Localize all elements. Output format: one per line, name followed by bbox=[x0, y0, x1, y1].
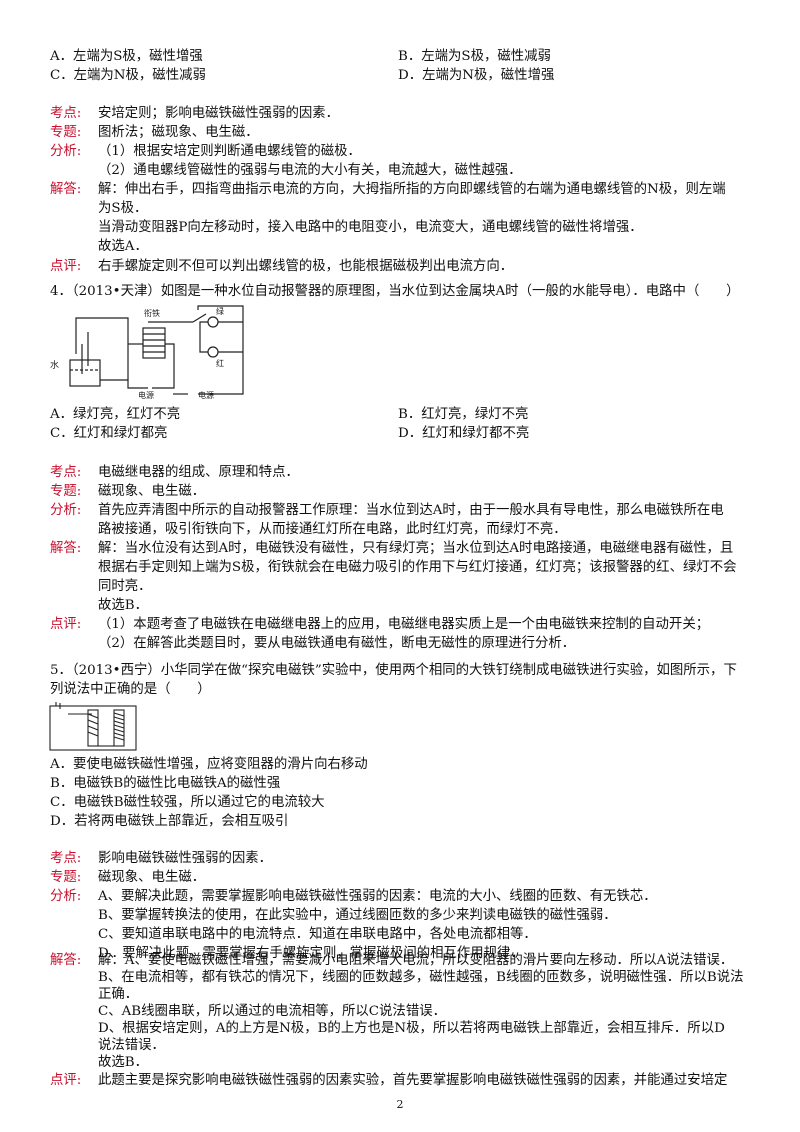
q5-option-d: D．若将两电磁铁上部靠近，会相互吸引 bbox=[50, 814, 289, 829]
q3-jieda-label: 解答: bbox=[50, 182, 82, 197]
q3-jieda-line: 解：伸出右手，四指弯曲指示电流的方向，大拇指所指的方向即螺线管的右端为通电螺线管… bbox=[98, 182, 726, 197]
q3-fenxi-line: （1）根据安培定则判断通电螺线管的磁极． bbox=[98, 144, 361, 159]
q3-dianping-label: 点评: bbox=[50, 259, 82, 274]
q4-option-b: B．红灯亮，绿灯不亮 bbox=[398, 407, 529, 422]
q5-option-c: C．电磁铁B磁性较强，所以通过它的电流较大 bbox=[50, 795, 325, 810]
q3-option-c: C．左端为N极，磁性减弱 bbox=[50, 68, 206, 83]
q5-option-b: B．电磁铁B的磁性比电磁铁A的磁性强 bbox=[50, 776, 281, 791]
q5-jieda-line: D、根据安培定则，A的上方是N极，B的上方也是N极，所以若将两电磁铁上部靠近，会… bbox=[98, 1021, 725, 1036]
q4-green-lamp-label: 绿 bbox=[216, 307, 224, 316]
q5-option-a: A．要使电磁铁磁性增强，应将变阻器的滑片向右移动 bbox=[50, 757, 368, 772]
q5-jieda-line: 解：A、要使电磁铁磁性增强，需要减小电阻来增大电流，所以变阻器的滑片要向左移动．… bbox=[98, 953, 734, 968]
q5-zhuanti: 磁现象、电生磁． bbox=[98, 870, 206, 885]
q4-power-label-1: 电源 bbox=[138, 390, 154, 400]
q4-jieda-line: 解：当水位没有达到A时，电磁铁没有磁性，只有绿灯亮；当水位到达A时电路接通，电磁… bbox=[98, 541, 734, 556]
q4-dianping-line: （1）本题考查了电磁铁在电磁继电器上的应用，电磁继电器实质上是一个由电磁铁来控制… bbox=[98, 617, 710, 632]
q5-jieda-line: C、AB线圈串联，所以通过的电流相等，所以C说法错误． bbox=[98, 1004, 446, 1019]
q5-electromagnet-figure bbox=[49, 702, 137, 751]
q3-kaodian: 安培定则；影响电磁铁磁性强弱的因素． bbox=[98, 106, 340, 121]
q4-armature-label: 衔铁 bbox=[144, 308, 160, 318]
q3-fenxi-label: 分析: bbox=[50, 144, 82, 159]
q4-circuit-figure: 衔铁 绿 红 水 电源 电源 bbox=[50, 305, 244, 400]
q4-red-lamp-label: 红 bbox=[216, 358, 224, 368]
q4-jieda-line: 故选B． bbox=[98, 598, 149, 613]
q3-jieda-line: 当滑动变阻器P向左移动时，接入电路中的电阻变小，电流变大，通电螺线管的磁性将增强… bbox=[98, 220, 643, 235]
q5-stem-line: 5．（2013•西宁）小华同学在做“探究电磁铁”实验中，使用两个相同的大铁钉绕制… bbox=[50, 663, 737, 678]
q4-jieda-line: 同时亮． bbox=[98, 579, 152, 594]
q5-fenxi-label: 分析: bbox=[50, 889, 82, 904]
q4-dianping-line: （2）在解答此类题目时，要从电磁铁通电有磁性，断电无磁性的原理进行分析． bbox=[98, 636, 576, 651]
q5-dianping-label: 点评: bbox=[50, 1073, 82, 1088]
q5-fenxi-line: A、要解决此题，需要掌握影响电磁铁磁性强弱的因素：电流的大小、线圈的匝数、有无铁… bbox=[98, 889, 657, 904]
q4-dianping-label: 点评: bbox=[50, 617, 82, 632]
q5-stem-line: 列说法中正确的是（ ） bbox=[50, 682, 211, 697]
q5-jieda-line: 正确． bbox=[98, 987, 139, 1002]
q5-fenxi-line: B、要掌握转换法的使用，在此实验中，通过线圈匝数的多少来判读电磁铁的磁性强弱． bbox=[98, 908, 617, 923]
q3-jieda-line: 为S极． bbox=[98, 201, 148, 216]
q4-stem: 4．（2013•天津）如图是一种水位自动报警器的原理图，当水位到达金属块A时（一… bbox=[50, 284, 740, 299]
q5-fenxi-line: C、要知道串联电路中的电流特点．知道在串联电路中，各处电流都相等． bbox=[98, 927, 537, 942]
q5-fenxi-line: D、要解决此题，需要掌握右手螺旋定则，掌握磁极间的相互作用规律． bbox=[98, 946, 524, 961]
q3-jieda-line: 故选A． bbox=[98, 239, 148, 254]
q4-kaodian: 电磁继电器的组成、原理和特点． bbox=[98, 465, 299, 480]
q5-dianping: 此题主要是探究影响电磁铁磁性强弱的因素实验，首先要掌握影响电磁铁磁性强弱的因素，… bbox=[98, 1073, 728, 1088]
q4-water-label: 水 bbox=[50, 359, 59, 371]
q4-option-d: D．红灯和绿灯都不亮 bbox=[398, 426, 530, 441]
q5-kaodian: 影响电磁铁磁性强弱的因素． bbox=[98, 851, 273, 866]
q3-zhuanti-label: 专题: bbox=[50, 125, 82, 140]
q4-jieda-line: 根据右手定则知上端为S极，衔铁就会在电磁力吸引的作用下与红灯接通，红灯亮；该报警… bbox=[98, 560, 737, 575]
q4-zhuanti: 磁现象、电生磁． bbox=[98, 484, 206, 499]
q4-jieda-label: 解答: bbox=[50, 541, 82, 556]
q5-jieda-line: 说法错误． bbox=[98, 1038, 165, 1053]
q3-option-b: B．左端为S极，磁性减弱 bbox=[398, 49, 551, 64]
q4-fenxi-line: 首先应弄清图中所示的自动报警器工作原理：当水位到达A时，由于一般水具有导电性，那… bbox=[98, 503, 724, 518]
q4-option-c: C．红灯和绿灯都亮 bbox=[50, 426, 168, 441]
q5-jieda-label: 解答: bbox=[50, 953, 82, 968]
q3-fenxi-line: （2）通电螺线管磁性的强弱与电流的大小有关，电流越大，磁性越强． bbox=[98, 163, 522, 178]
q5-jieda-line: 故选B． bbox=[98, 1055, 149, 1070]
q4-power-label-2: 电源 bbox=[198, 390, 214, 400]
q4-option-a: A．绿灯亮，红灯不亮 bbox=[50, 407, 181, 422]
q5-zhuanti-label: 专题: bbox=[50, 870, 82, 885]
q5-kaodian-label: 考点: bbox=[50, 851, 82, 866]
q4-zhuanti-label: 专题: bbox=[50, 484, 82, 499]
q3-option-a: A．左端为S极，磁性增强 bbox=[50, 49, 203, 64]
q3-zhuanti: 图析法；磁现象、电生磁． bbox=[98, 125, 259, 140]
q3-option-d: D．左端为N极，磁性增强 bbox=[398, 68, 555, 83]
q4-fenxi-line: 路被接通，吸引衔铁向下，从而接通红灯所在电路，此时红灯亮，而绿灯不亮． bbox=[98, 522, 567, 537]
q4-kaodian-label: 考点: bbox=[50, 465, 82, 480]
q3-dianping: 右手螺旋定则不但可以判出螺线管的极，也能根据磁极判出电流方向． bbox=[98, 259, 514, 274]
page-number: 2 bbox=[396, 1098, 404, 1111]
q5-jieda-line: B、在电流相等，都有铁芯的情况下，线圈的匝数越多，磁性越强，B线圈的匝数多，说明… bbox=[98, 970, 744, 985]
q3-kaodian-label: 考点: bbox=[50, 106, 82, 121]
q4-fenxi-label: 分析: bbox=[50, 503, 82, 518]
